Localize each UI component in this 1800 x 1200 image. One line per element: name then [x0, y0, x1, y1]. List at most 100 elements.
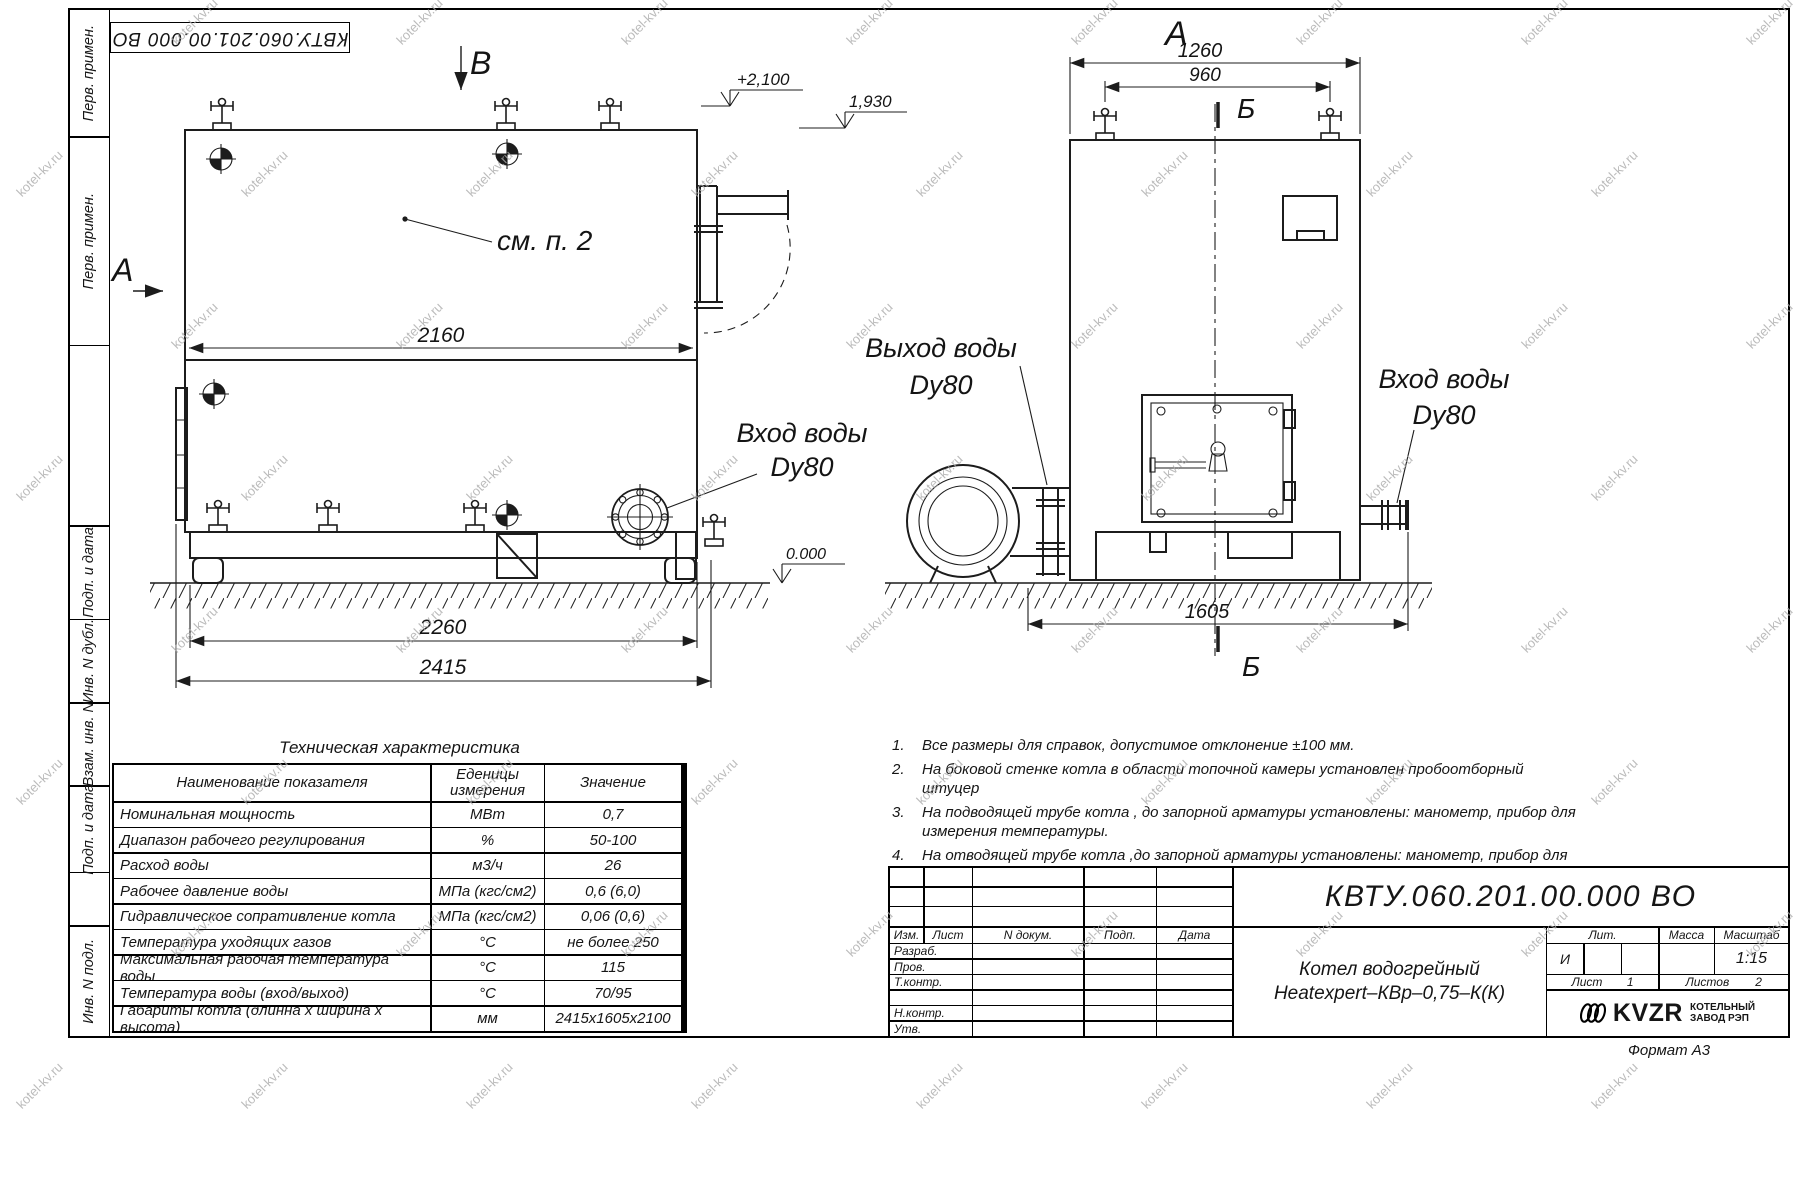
- view-letter-a: А: [110, 252, 133, 288]
- dim-1260: 1260: [1178, 40, 1223, 62]
- tech-value: 0,6 (6,0): [545, 879, 681, 903]
- inlet-label-side: Вход воды: [1378, 364, 1509, 394]
- inlet-dn-side: Dy80: [1412, 400, 1475, 430]
- empty-cell: [1084, 1021, 1156, 1036]
- col-ndoc: N докум.: [973, 927, 1083, 943]
- callout-see-note-2: см. п. 2: [497, 225, 593, 256]
- tech-header-unit: Еденицы измерения: [431, 765, 544, 801]
- note-text: На боковой стенке котла в области топочн…: [922, 760, 1524, 798]
- margin-box: Взам. инв. N: [68, 702, 110, 788]
- tech-unit: МВт: [431, 802, 544, 827]
- note-number: 4.: [892, 846, 905, 864]
- elev-2100: +2,100: [737, 70, 790, 89]
- empty-cell: [973, 1006, 1083, 1020]
- empty-cell: [1084, 959, 1156, 974]
- note-item: 1.Все размеры для справок, допустимое от…: [892, 736, 1584, 756]
- kvzr-coil-icon: [1579, 1003, 1606, 1023]
- note-text: На подводящей трубе котла , до запорной …: [922, 803, 1576, 841]
- note-text: Все размеры для справок, допустимое откл…: [922, 737, 1355, 754]
- top-doc-number-stamp: КВТУ.060.201.00.000 ВО: [110, 22, 350, 53]
- doc-number: КВТУ.060.201.00.000 ВО: [1233, 868, 1788, 926]
- tech-table: Наименование показателя Еденицы измерени…: [112, 763, 687, 1033]
- empty-cell: [924, 868, 972, 886]
- boiler-side-view: А 1260 960 1605 Б Б Выход воды Dy80 Вход…: [865, 15, 1510, 682]
- side-thin-lines: [885, 57, 1432, 656]
- col-podp: Подп.: [1084, 927, 1156, 943]
- datum-targets: [198, 138, 523, 531]
- note-item: 3. На подводящей трубе котла , до запорно…: [892, 803, 1584, 842]
- empty-cell: [1584, 944, 1621, 974]
- margin-box: Инв. N дубл.: [68, 618, 110, 704]
- scale-header: Масштаб: [1715, 927, 1788, 943]
- side-view-title: А: [1163, 15, 1188, 53]
- empty-cell: [1157, 1006, 1232, 1020]
- empty-cell: [890, 868, 923, 886]
- dim-960: 960: [1189, 65, 1221, 86]
- empty-cell: [1157, 990, 1232, 1005]
- tech-value: 50-100: [545, 828, 681, 852]
- tech-value: 0,06 (0,6): [545, 904, 681, 929]
- company-name: КОТЕЛЬНЫЙ ЗАВОД РЭП: [1690, 1002, 1755, 1025]
- margin-box: [68, 871, 110, 927]
- empty-cell: [1157, 975, 1232, 989]
- dim-1605: 1605: [1185, 601, 1230, 623]
- empty-cell: [1157, 887, 1232, 906]
- tech-header-param: Наименование показателя: [114, 765, 430, 801]
- tech-value: 0,7: [545, 802, 681, 827]
- tech-param: Габариты котла (длинна x ширина x высота…: [114, 1006, 430, 1031]
- empty-cell: [890, 887, 923, 906]
- inlet-dn-front: Dy80: [770, 452, 833, 482]
- empty-cell: [973, 907, 1083, 926]
- empty-cell: [924, 887, 972, 906]
- tech-value: 70/95: [545, 981, 681, 1005]
- section-letter-bottom: Б: [1242, 651, 1260, 682]
- note-number: 3.: [892, 803, 905, 821]
- dim-2160: 2160: [417, 324, 465, 347]
- empty-cell: [1084, 868, 1156, 886]
- view-letter-b: В: [470, 45, 491, 81]
- company-line1: КОТЕЛЬНЫЙ: [1689, 1001, 1756, 1013]
- empty-cell: [973, 868, 1083, 886]
- sheets-label: Листов: [1685, 975, 1730, 989]
- empty-cell: [1157, 944, 1232, 958]
- tech-param: Гидравлическое сопративление котла: [114, 904, 430, 929]
- empty-cell: [1157, 868, 1232, 886]
- empty-cell: [973, 944, 1083, 958]
- tech-unit: °С: [431, 930, 544, 954]
- tech-param: Расход воды: [114, 853, 430, 878]
- row-tkontr: Т.контр.: [890, 975, 972, 989]
- lit-header: Лит.: [1547, 927, 1658, 943]
- sheets-cell: Листов 2: [1659, 975, 1788, 989]
- front-outline: [175, 129, 789, 584]
- tech-param: Номинальная мощность: [114, 802, 430, 827]
- tech-header-value: Значение: [545, 765, 681, 801]
- tech-unit: м3/ч: [431, 853, 544, 878]
- section-letter-top: Б: [1237, 93, 1255, 124]
- margin-box: Подп. и дата: [68, 525, 110, 621]
- empty-cell: [1157, 907, 1232, 926]
- tech-unit: МПа (кгс/см2): [431, 904, 544, 929]
- company-logo-cell: KVZR КОТЕЛЬНЫЙ ЗАВОД РЭП: [1547, 990, 1788, 1036]
- sheet-value: 1: [1626, 975, 1634, 989]
- empty-cell: [1084, 990, 1156, 1005]
- tech-param: Температура воды (вход/выход): [114, 981, 430, 1005]
- sheet-cell: Лист 1: [1547, 975, 1658, 989]
- col-list: Лист: [924, 927, 972, 943]
- empty-cell: [973, 887, 1083, 906]
- empty-cell: [890, 990, 972, 1005]
- title-block: КВТУ.060.201.00.000 ВО Изм. Лист N докум…: [888, 866, 1790, 1038]
- row-prov: Пров.: [890, 959, 972, 974]
- product-name: Котел водогрейный Heatexpert–КВр–0,75–К(…: [1233, 927, 1546, 1036]
- outlet-dn: Dy80: [909, 370, 972, 400]
- empty-cell: [1622, 944, 1658, 974]
- dim-2260: 2260: [419, 616, 467, 639]
- col-izm: Изм.: [890, 927, 923, 943]
- tech-value: 2415x1605x2100: [545, 1006, 681, 1031]
- empty-cell: [1084, 944, 1156, 958]
- col-data: Дата: [1157, 927, 1232, 943]
- empty-cell: [973, 990, 1083, 1005]
- tech-value: не более 250: [545, 930, 681, 954]
- scale-value: 1:15: [1715, 944, 1788, 974]
- tech-param: Рабочее давление воды: [114, 879, 430, 903]
